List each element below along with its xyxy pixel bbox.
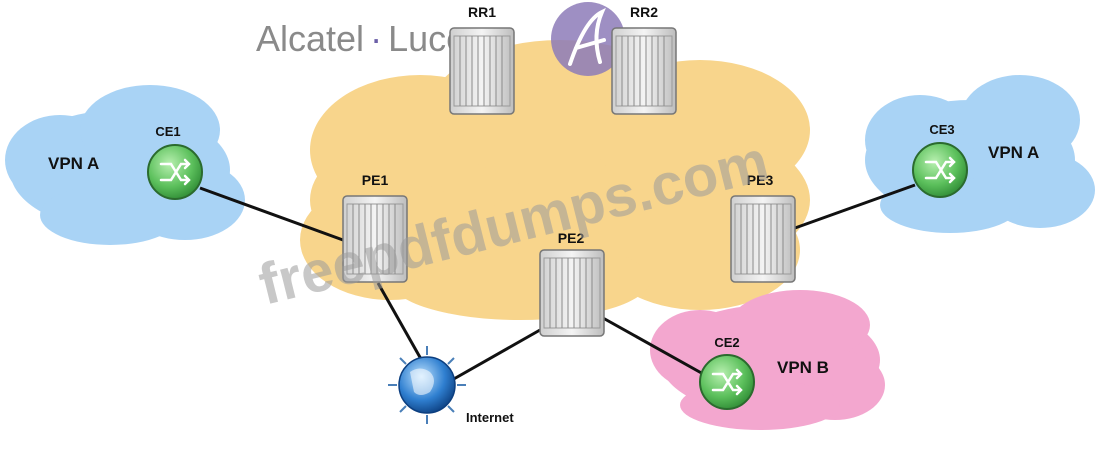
rr1-label: RR1 <box>468 4 496 20</box>
logo-circle-icon <box>551 2 625 76</box>
vpn-a-cloud-right <box>865 75 1095 233</box>
ce1-label: CE1 <box>155 124 180 139</box>
vpn-b-label: VPN B <box>777 358 829 377</box>
router-rr1: RR1 <box>449 4 515 115</box>
vpn-a-cloud-left <box>5 85 245 245</box>
link-pe2-ce2 <box>602 316 706 377</box>
internet-globe: Internet <box>388 346 514 425</box>
router-pe3: PE3 <box>730 172 796 283</box>
ce2-label: CE2 <box>714 335 739 350</box>
router-ce2: CE2 <box>698 335 756 411</box>
rr2-label: RR2 <box>630 4 658 20</box>
router-ce1: CE1 <box>146 124 204 201</box>
alcatel-lucent-logo: Alcatel·Lucent <box>256 2 625 76</box>
link-ce1-pe1 <box>199 186 344 242</box>
router-ce3: CE3 <box>911 122 969 199</box>
vpn-b-cloud <box>650 290 885 430</box>
link-pe3-ce3 <box>794 183 916 230</box>
vpn-a-left-label: VPN A <box>48 154 99 173</box>
pe3-label: PE3 <box>747 172 774 188</box>
router-pe1: PE1 <box>342 172 408 283</box>
router-rr2: RR2 <box>611 4 677 115</box>
internet-label: Internet <box>466 410 514 425</box>
vpn-a-right-label: VPN A <box>988 143 1039 162</box>
ce3-label: CE3 <box>929 122 954 137</box>
link-internet-pe2 <box>451 328 541 382</box>
router-pe2: PE2 <box>539 230 605 337</box>
pe1-label: PE1 <box>362 172 389 188</box>
pe2-label: PE2 <box>558 230 585 246</box>
